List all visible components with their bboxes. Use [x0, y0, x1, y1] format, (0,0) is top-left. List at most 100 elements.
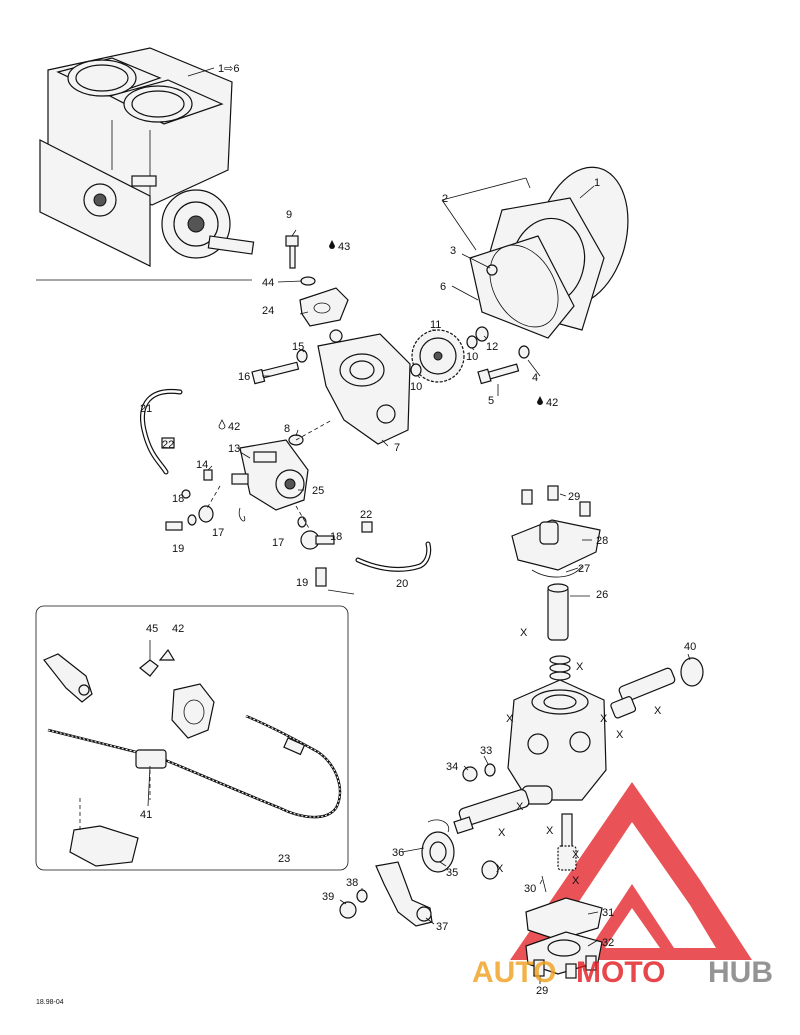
drive-shaft — [557, 813, 577, 871]
callout-44: 44 — [262, 277, 274, 289]
washer-10a — [466, 335, 478, 349]
cable-splitter-41 — [135, 749, 167, 769]
callout-6: 6 — [440, 281, 446, 293]
x-mark: X — [572, 875, 580, 887]
x-mark: X — [654, 705, 662, 717]
callout-16: 16 — [238, 371, 250, 383]
callout-40: 40 — [684, 641, 696, 653]
callout-23: 23 — [278, 853, 290, 865]
washer-17b — [297, 516, 307, 528]
drop-icon-42b — [537, 396, 543, 405]
callout-43: 43 — [338, 241, 350, 253]
clamp-22a — [161, 437, 175, 449]
x-mark: X — [600, 713, 608, 725]
washer-10b — [410, 363, 422, 377]
nut-12 — [475, 326, 489, 342]
callout-28: 28 — [596, 535, 608, 547]
callout-19b: 19 — [296, 577, 308, 589]
callout-36: 36 — [392, 847, 404, 859]
shaft-26 — [547, 583, 569, 641]
pump-housing-7 — [317, 329, 411, 445]
washer-44 — [300, 276, 316, 286]
watermark-moto: MOTO — [576, 956, 665, 989]
callout-31: 31 — [602, 907, 614, 919]
reference-code: 18.98-04 — [36, 999, 64, 1006]
nut-45 — [139, 659, 159, 677]
washer-33 — [484, 763, 496, 777]
callout-8: 8 — [284, 423, 290, 435]
callout-11: 11 — [430, 319, 441, 331]
callout-37: 37 — [436, 921, 448, 933]
bolt-29a-group — [521, 485, 591, 517]
callout-17b: 17 — [272, 537, 284, 549]
valve-housing — [507, 679, 607, 805]
callout-15: 15 — [292, 341, 304, 353]
cable-kit-box — [35, 605, 349, 871]
callout-42a: 42 — [228, 421, 240, 433]
seal — [481, 860, 499, 880]
callout-17a: 17 — [212, 527, 224, 539]
x-mark: X — [498, 827, 506, 839]
callout-42b: 42 — [546, 397, 558, 409]
gasket-31 — [525, 897, 603, 941]
bolt-5 — [477, 363, 520, 385]
callout-4: 4 — [532, 372, 538, 384]
callout-7: 7 — [394, 442, 400, 454]
watermark-auto: AUTO — [472, 956, 556, 989]
bolt-16 — [251, 361, 300, 385]
gear-11 — [411, 329, 465, 383]
callout-13: 13 — [228, 443, 240, 455]
control-lever — [43, 653, 93, 703]
x-mark: X — [496, 863, 504, 875]
callout-14: 14 — [196, 459, 208, 471]
x-mark: X — [506, 713, 514, 725]
callout-24: 24 — [262, 305, 274, 317]
callout-33: 33 — [480, 745, 492, 757]
callout-34: 34 — [446, 761, 458, 773]
spring — [549, 655, 571, 681]
callout-41: 41 — [140, 809, 152, 821]
callout-9: 9 — [286, 209, 292, 221]
drop-icon-43 — [329, 240, 335, 249]
piston-40 — [610, 657, 704, 719]
callout-29b: 29 — [536, 985, 548, 997]
callout-38: 38 — [346, 877, 358, 889]
bracket — [238, 507, 246, 522]
bolt-29b-group — [533, 955, 597, 979]
watermark-hub: HUB — [708, 956, 773, 989]
fitting-14 — [203, 469, 213, 481]
cable-plate — [69, 825, 139, 867]
callout-12: 12 — [486, 341, 498, 353]
fitting-17a — [198, 505, 214, 523]
leader-lines — [147, 67, 691, 984]
engine-block — [39, 47, 255, 267]
x-mark: X — [576, 661, 584, 673]
callout-labels: 1⇨6 1 2 3 4 5 6 7 8 9 10 10 11 12 13 14 … — [140, 63, 696, 997]
plug-34 — [462, 766, 478, 782]
callout-3: 3 — [450, 245, 456, 257]
callout-22b: 22 — [360, 509, 372, 521]
cover-plate-28 — [511, 519, 601, 571]
drop-icons — [218, 240, 543, 430]
callout-10b: 10 — [410, 381, 422, 393]
gasket-24 — [299, 287, 349, 327]
callout-2: 2 — [442, 193, 448, 205]
screw-19b — [315, 567, 327, 587]
x-mark: X — [572, 849, 580, 861]
washer-4 — [518, 345, 530, 359]
x-mark: X — [616, 729, 624, 741]
callout-20: 20 — [396, 578, 408, 590]
washer-17a — [187, 514, 197, 526]
callout-10a: 10 — [466, 351, 478, 363]
clip-18a — [181, 489, 191, 499]
callout-5: 5 — [488, 395, 494, 407]
screw-9 — [285, 235, 299, 269]
pump-cover-assembly — [469, 166, 629, 339]
clamp-22b — [361, 521, 373, 533]
x-mark: X — [516, 801, 524, 813]
callout-35: 35 — [446, 867, 458, 879]
washer-38 — [356, 889, 368, 903]
lever-37 — [375, 861, 433, 927]
drop-icon-42a — [218, 419, 226, 430]
callout-39: 39 — [322, 891, 334, 903]
